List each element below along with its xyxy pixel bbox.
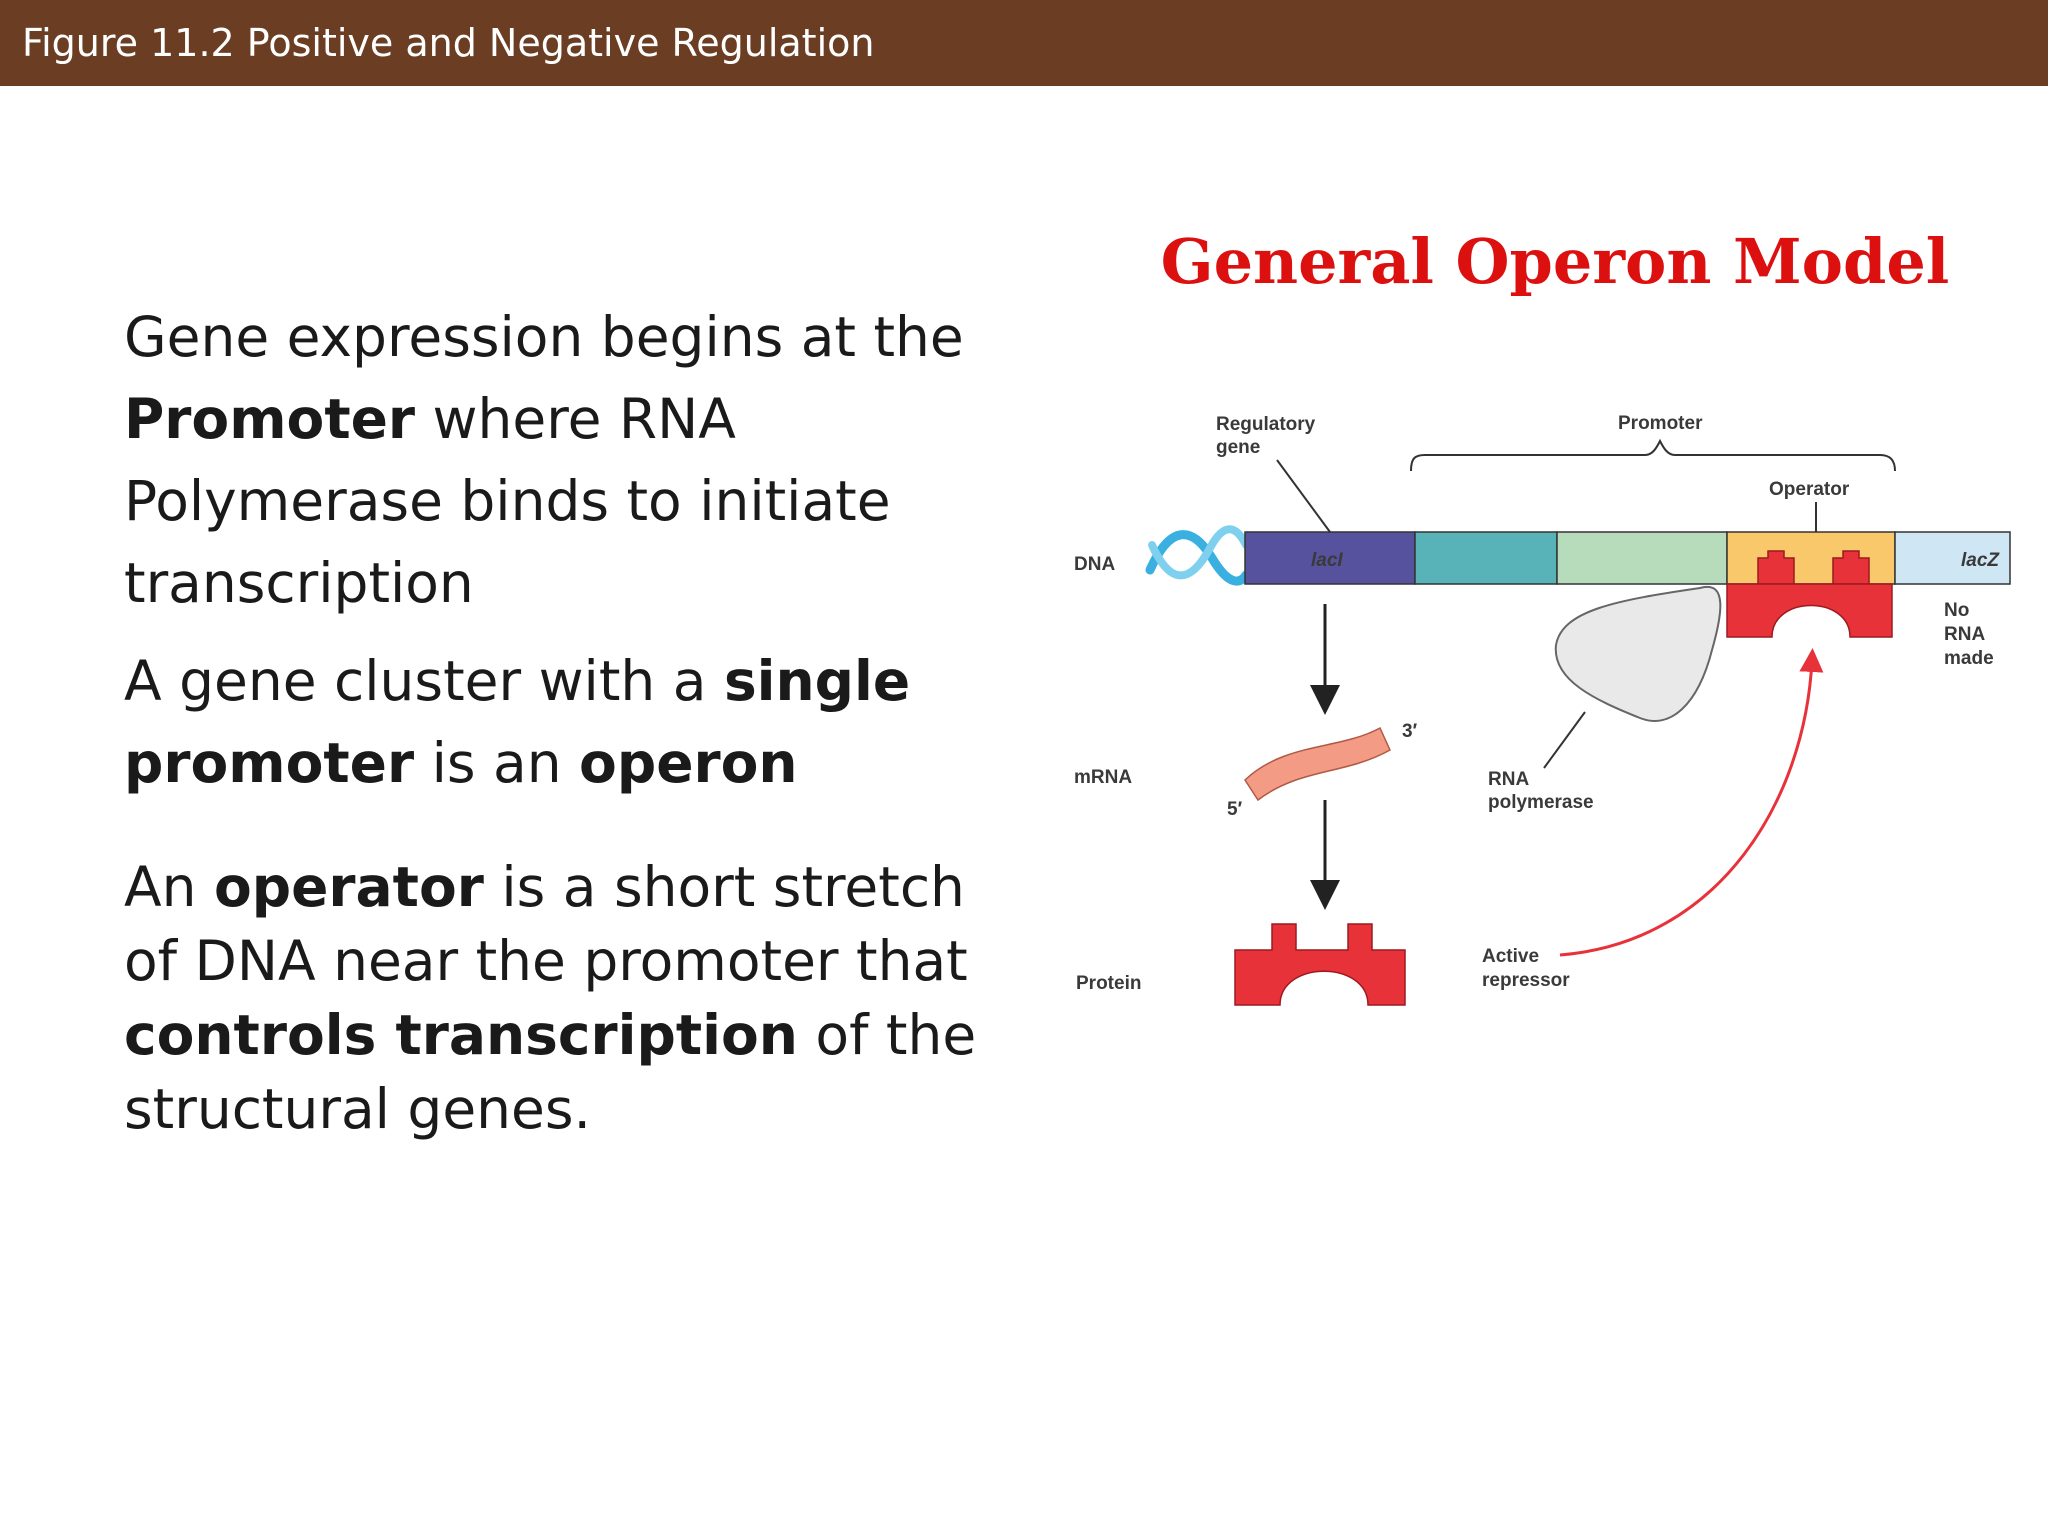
repressor-bound-operator [1726,583,1893,638]
header-bar [0,0,2048,86]
rna-polymerase-pointer [1543,711,1586,769]
slide-header-title: Figure 11.2 Positive and Negative Regula… [22,21,875,65]
protein-repressor [1234,923,1406,1006]
dna-segment-lacz [1894,531,2011,585]
label-no-rna-3: made [1944,648,1994,669]
label-mrna: mRNA [1074,767,1132,788]
operator-notches [1757,550,1870,585]
label-rna-polymerase-2: polymerase [1488,792,1594,813]
label-promoter: Promoter [1618,413,1703,434]
p3-bold-controls-transcription: controls transcription [124,1003,798,1067]
label-no-rna-1: No [1944,600,1969,621]
label-protein: Protein [1076,973,1141,994]
repressor-binding-arrow [1559,648,1824,957]
paragraph-promoter: Gene expression begins at the Promoter w… [124,296,1004,624]
p2-bold-operon: operon [579,731,798,795]
dna-segment-laci [1244,531,1416,585]
mrna-strand [1244,726,1391,802]
label-active-repressor-1: Active [1482,946,1539,967]
dna-segment-promoter-a [1414,531,1558,585]
label-five-prime: 5′ [1227,799,1243,820]
label-three-prime: 3′ [1402,721,1418,742]
label-dna: DNA [1074,554,1115,575]
p3-bold-operator: operator [213,855,484,919]
p2-bold-single-promoter: single promoter [124,649,911,795]
rna-polymerase-blob [1554,585,1722,722]
diagram-title: General Operon Model [1160,225,1950,298]
p3-text-1: An [124,855,214,919]
label-active-repressor-2: repressor [1482,970,1570,991]
label-laci: lacI [1311,550,1343,571]
dna-helix [1145,525,1251,586]
label-regulatory-gene-2: gene [1216,437,1260,458]
p1-text-1: Gene expression begins at the [124,305,964,369]
label-rna-polymerase-1: RNA [1488,769,1529,790]
paragraph-operator: An operator is a short stretch of DNA ne… [124,850,1004,1146]
paragraph-operon: A gene cluster with a single promoter is… [124,640,1004,804]
regulatory-gene-pointer [1276,459,1331,533]
promoter-brace [1410,438,1896,472]
p1-text-2: where RNA Polymerase binds to initiate t… [124,387,891,615]
p3-text-2: is a short stretch of DNA near the promo… [124,855,968,993]
dna-segment-promoter-b [1556,531,1728,585]
p3-text-3: of the structural genes. [124,1003,977,1141]
label-lacz: lacZ [1961,550,2000,571]
label-operator: Operator [1769,479,1850,500]
dna-segment-operator [1726,531,1896,585]
p2-text-1: A gene cluster with a [124,649,724,713]
p2-text-2: is an [414,731,580,795]
p1-bold-promoter: Promoter [124,387,416,451]
label-regulatory-gene-1: Regulatory [1216,414,1316,435]
label-no-rna-2: RNA [1944,624,1985,645]
